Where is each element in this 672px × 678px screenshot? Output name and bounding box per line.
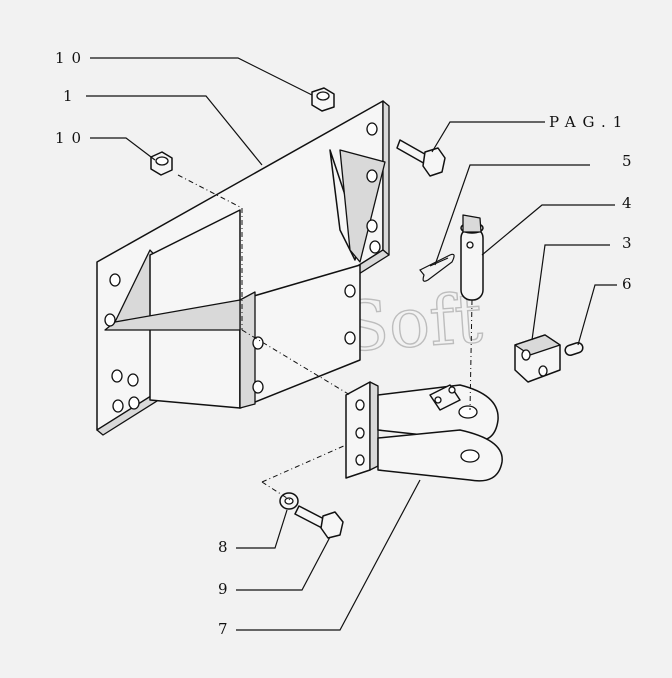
part-labels: 10 1 10 PAG.1 5 4 3 6 8 9 7: [55, 49, 639, 638]
assembly-centerlines: [177, 174, 473, 501]
part-4-pin: [460, 214, 484, 301]
label-8: 8: [218, 538, 235, 556]
label-5: 5: [622, 152, 639, 170]
label-1: 1: [63, 87, 80, 105]
label-9: 9: [218, 580, 235, 598]
part-5-spring-clip: [419, 253, 455, 282]
label-page-ref: PAG.1: [549, 113, 629, 131]
part-7-hitch-clevis: [345, 381, 503, 482]
part-10-nut-upper: [311, 87, 335, 112]
label-10-lower: 10: [55, 129, 88, 147]
label-3: 3: [622, 234, 639, 252]
part-9-bolt: [294, 505, 344, 539]
leader-lines: [86, 57, 617, 631]
label-10-upper: 10: [55, 49, 88, 67]
label-7: 7: [218, 620, 235, 638]
label-6: 6: [622, 275, 639, 293]
part-3-block: [514, 334, 561, 383]
part-10-nut-lower: [150, 151, 173, 176]
part-1-mounting-plate: [96, 100, 390, 436]
part-bolt-upper: [396, 139, 446, 177]
part-6-small-pin: [564, 342, 584, 356]
label-4: 4: [622, 194, 639, 212]
